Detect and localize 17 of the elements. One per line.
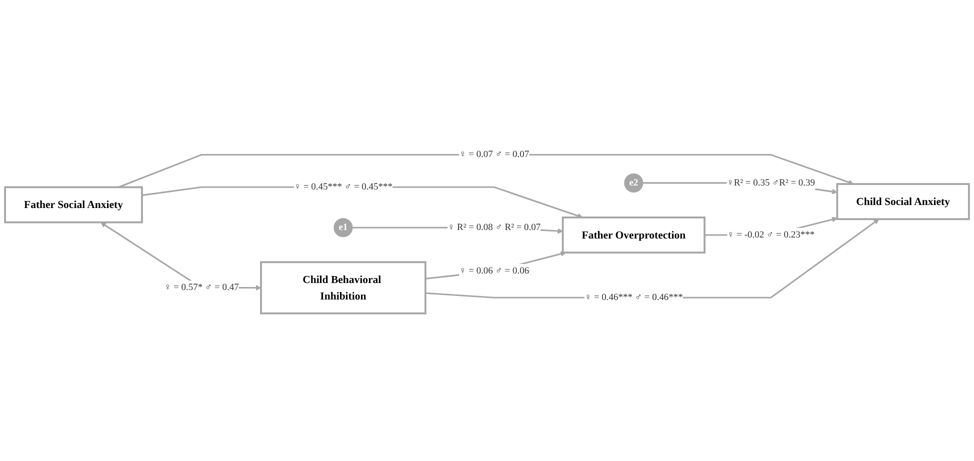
node-circle: e1 — [334, 218, 353, 238]
node-box: Child Behavioral Inhibition — [260, 261, 426, 314]
edge-label: ♀ = -0.02 ♂ = 0.23*** — [727, 230, 815, 240]
arrow — [425, 218, 880, 298]
node-box: Father Overprotection — [562, 216, 706, 254]
arrow — [118, 154, 854, 188]
edge-label: ♀R² = 0.35 ♂R² = 0.39 — [726, 178, 816, 188]
node-circle: e2 — [624, 173, 644, 192]
arrow — [425, 251, 566, 280]
edge-label: ♀ = 0.57* ♂ = 0.47 — [164, 282, 239, 293]
edge-label: ♀ = 0.06 ♂ = 0.06 — [459, 266, 530, 276]
edge-label: ♀ = 0.45*** ♂ = 0.45*** — [294, 182, 392, 192]
edge-label: ♀ R² = 0.08 ♂ R² = 0.07 — [448, 222, 541, 233]
edge-label: ♀ = 0.07 ♂ = 0.07 — [459, 150, 530, 160]
node-box: Child Social Anxiety — [836, 183, 970, 220]
node-box: Father Social Anxiety — [4, 186, 143, 224]
edge-label: ♀ = 0.46*** ♂ = 0.46*** — [584, 292, 683, 303]
